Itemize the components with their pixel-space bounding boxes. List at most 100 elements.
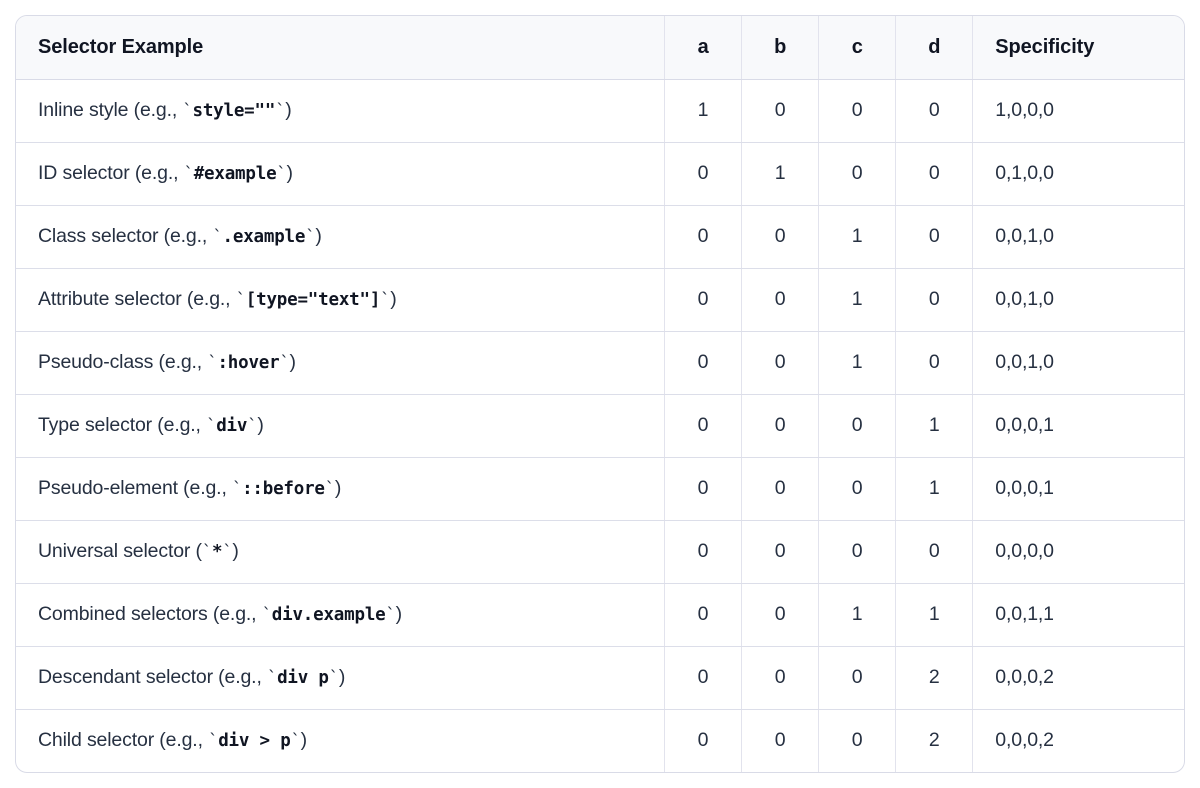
cell-a: 0 — [664, 520, 743, 584]
cell-specificity: 0,0,0,1 — [972, 394, 1184, 458]
selector-code: div p — [277, 668, 329, 688]
cell-c: 0 — [818, 709, 897, 772]
table-head: Selector Example a b c d Specificity — [16, 16, 1184, 80]
cell-c: 1 — [818, 205, 897, 269]
cell-d: 2 — [895, 646, 974, 710]
cell-d: 0 — [895, 520, 974, 584]
column-header-a: a — [664, 16, 743, 80]
cell-specificity: 0,0,0,1 — [972, 457, 1184, 521]
cell-selector-example: Descendant selector (e.g., `div p`) — [16, 646, 666, 710]
backtick-open: ` — [207, 353, 218, 373]
selector-suffix: ) — [289, 351, 297, 373]
selector-code: div — [216, 416, 248, 436]
table-header-row: Selector Example a b c d Specificity — [16, 16, 1184, 80]
specificity-table-card: Selector Example a b c d Specificity Inl… — [15, 15, 1185, 773]
cell-a: 0 — [664, 142, 743, 206]
cell-d: 0 — [895, 331, 974, 395]
cell-specificity: 0,0,1,1 — [972, 583, 1184, 647]
cell-specificity: 0,0,0,0 — [972, 520, 1184, 584]
cell-d: 1 — [895, 583, 974, 647]
cell-selector-example: Type selector (e.g., `div`) — [16, 394, 666, 458]
selector-description: Child selector (e.g., — [38, 729, 209, 752]
cell-c: 0 — [818, 142, 897, 206]
selector-code: * — [211, 542, 223, 562]
cell-a: 0 — [664, 709, 743, 772]
cell-selector-example: Inline style (e.g., `style=""`) — [16, 79, 666, 143]
backtick-close: ` — [305, 227, 316, 247]
selector-code: :hover — [217, 353, 280, 373]
selector-description: Type selector (e.g., — [38, 414, 207, 436]
backtick-open: ` — [235, 290, 246, 310]
selector-code: ::before — [242, 479, 325, 499]
cell-b: 0 — [741, 79, 820, 143]
backtick-close: ` — [380, 290, 391, 310]
table-row: Combined selectors (e.g., `div.example`)… — [16, 583, 1184, 647]
cell-c: 0 — [818, 646, 897, 710]
table-row: Attribute selector (e.g., `[type="text"]… — [16, 268, 1184, 332]
selector-description: Universal selector ( — [38, 540, 202, 562]
selector-description: ID selector (e.g., — [38, 162, 184, 184]
cell-c: 0 — [818, 79, 897, 143]
backtick-open: ` — [231, 479, 243, 499]
cell-selector-example: ID selector (e.g., `#example`) — [16, 142, 666, 206]
selector-description: Pseudo-element (e.g., — [38, 477, 232, 499]
cell-a: 0 — [664, 583, 743, 647]
cell-a: 1 — [664, 79, 743, 143]
cell-b: 0 — [741, 583, 820, 647]
cell-c: 1 — [818, 331, 897, 395]
backtick-open: ` — [183, 164, 194, 184]
cell-selector-example: Attribute selector (e.g., `[type="text"]… — [16, 268, 666, 332]
cell-specificity: 0,1,0,0 — [972, 142, 1184, 206]
cell-specificity: 0,0,1,0 — [972, 331, 1184, 395]
cell-a: 0 — [664, 268, 743, 332]
selector-suffix: ) — [338, 666, 346, 688]
backtick-close: ` — [328, 668, 339, 688]
selector-suffix: ) — [395, 603, 403, 625]
backtick-close: ` — [290, 731, 301, 752]
column-header-selector-example: Selector Example — [16, 16, 666, 80]
backtick-open: ` — [212, 227, 223, 247]
selector-code: #example — [193, 164, 277, 184]
cell-selector-example: Combined selectors (e.g., `div.example`) — [16, 583, 666, 647]
cell-specificity: 1,0,0,0 — [972, 79, 1184, 143]
cell-c: 0 — [818, 520, 897, 584]
cell-b: 0 — [741, 520, 820, 584]
cell-d: 2 — [895, 709, 974, 772]
cell-d: 0 — [895, 79, 974, 143]
backtick-open: ` — [182, 101, 193, 121]
backtick-open: ` — [208, 731, 219, 752]
backtick-open: ` — [201, 542, 212, 562]
backtick-close: ` — [247, 416, 258, 436]
backtick-close: ` — [275, 101, 286, 121]
selector-suffix: ) — [334, 477, 342, 499]
cell-b: 0 — [741, 394, 820, 458]
cell-b: 0 — [741, 709, 820, 772]
cell-d: 0 — [895, 205, 974, 269]
backtick-close: ` — [276, 164, 287, 184]
selector-suffix: ) — [300, 729, 308, 752]
backtick-close: ` — [385, 605, 396, 625]
cell-selector-example: Universal selector (`*`) — [16, 520, 666, 584]
selector-description: Inline style (e.g., — [38, 99, 183, 121]
selector-suffix: ) — [286, 162, 294, 184]
cell-specificity: 0,0,1,0 — [972, 205, 1184, 269]
cell-b: 1 — [741, 142, 820, 206]
selector-code: [type="text"] — [245, 290, 381, 310]
column-header-d: d — [895, 16, 974, 80]
cell-b: 0 — [741, 331, 820, 395]
selector-code: div > p — [218, 731, 291, 752]
cell-a: 0 — [664, 205, 743, 269]
column-header-specificity: Specificity — [972, 16, 1184, 80]
selector-suffix: ) — [285, 99, 292, 121]
cell-specificity: 0,0,1,0 — [972, 268, 1184, 332]
cell-selector-example: Pseudo-element (e.g., `::before`) — [16, 457, 666, 521]
